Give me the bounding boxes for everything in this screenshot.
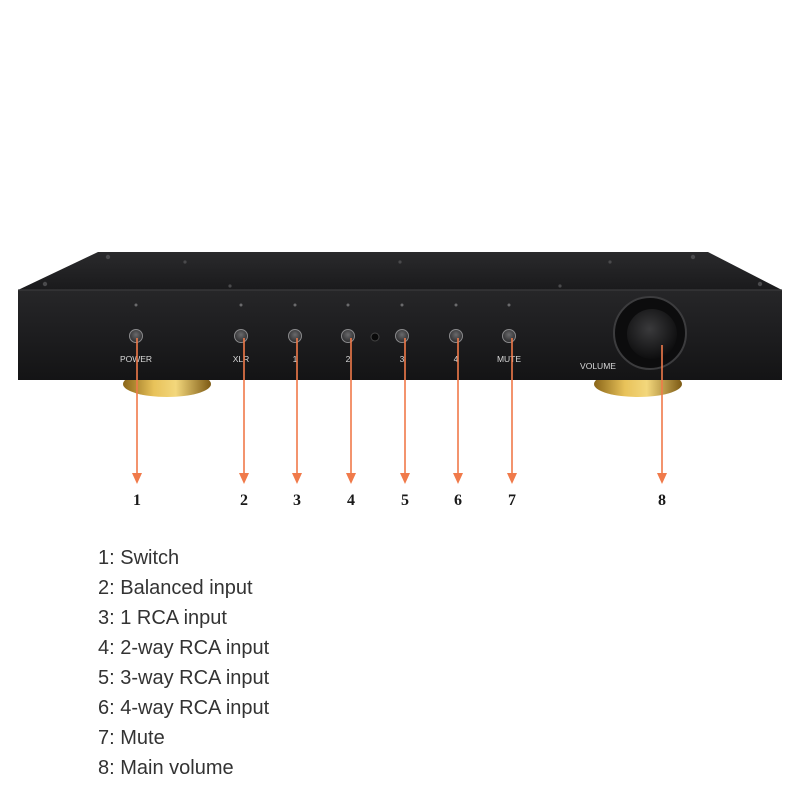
- button-label: 1: [293, 354, 298, 364]
- legend-item: 4: 2-way RCA input: [98, 637, 270, 659]
- button-label: 3: [400, 354, 405, 364]
- callout-number: 5: [401, 492, 409, 509]
- callout-number: 1: [133, 492, 141, 509]
- callout-numbers: 1 2 3 4 5 6 7 8: [133, 492, 666, 509]
- arrow-head: [132, 473, 142, 484]
- knob-label: VOLUME: [580, 361, 616, 371]
- led-indicator: [346, 303, 350, 307]
- led-indicator: [239, 303, 243, 307]
- led-indicator: [507, 303, 511, 307]
- button-label: 4: [454, 354, 459, 364]
- button-label: 2: [346, 354, 351, 364]
- callout-number: 4: [347, 492, 355, 509]
- led-indicator: [454, 303, 458, 307]
- legend-list: 1: Switch 2: Balanced input 3: 1 RCA inp…: [98, 543, 269, 783]
- ir-sensor: [370, 332, 380, 342]
- callout-number: 7: [508, 492, 516, 509]
- legend-item: 7: Mute: [98, 727, 165, 749]
- button-label: POWER: [120, 354, 152, 364]
- callout-number: 8: [658, 492, 666, 509]
- screws: [42, 254, 763, 288]
- arrow-head: [239, 473, 249, 484]
- panel-button: [288, 329, 302, 343]
- panel-button: [341, 329, 355, 343]
- callout-number: 2: [240, 492, 248, 509]
- button-label: MUTE: [497, 354, 521, 364]
- legend-item: 1: Switch: [98, 547, 180, 569]
- led-indicator: [134, 303, 138, 307]
- arrow-head: [346, 473, 356, 484]
- legend-item: 3: 1 RCA input: [98, 607, 227, 629]
- front-buttons: POWER XLR 1 2 3 4 MUTE: [120, 303, 521, 364]
- legend-item: 6: 4-way RCA input: [98, 697, 270, 719]
- arrow-head: [453, 473, 463, 484]
- arrow-head: [292, 473, 302, 484]
- legend-item: 2: Balanced input: [98, 577, 253, 599]
- legend-item: 8: Main volume: [98, 757, 234, 779]
- panel-button: [502, 329, 516, 343]
- arrow-head: [507, 473, 517, 484]
- legend-item: 5: 3-way RCA input: [98, 667, 270, 689]
- chassis-top: [18, 252, 782, 290]
- callout-number: 3: [293, 492, 301, 509]
- panel-button: [129, 329, 143, 343]
- panel-button: [234, 329, 248, 343]
- callout-arrows: [132, 338, 667, 484]
- panel-button: [449, 329, 463, 343]
- led-indicator: [400, 303, 404, 307]
- arrow-head: [657, 473, 667, 484]
- led-indicator: [293, 303, 297, 307]
- button-label: XLR: [233, 354, 250, 364]
- arrow-head: [400, 473, 410, 484]
- volume-knob: [613, 296, 687, 370]
- panel-button: [395, 329, 409, 343]
- callout-number: 6: [454, 492, 462, 509]
